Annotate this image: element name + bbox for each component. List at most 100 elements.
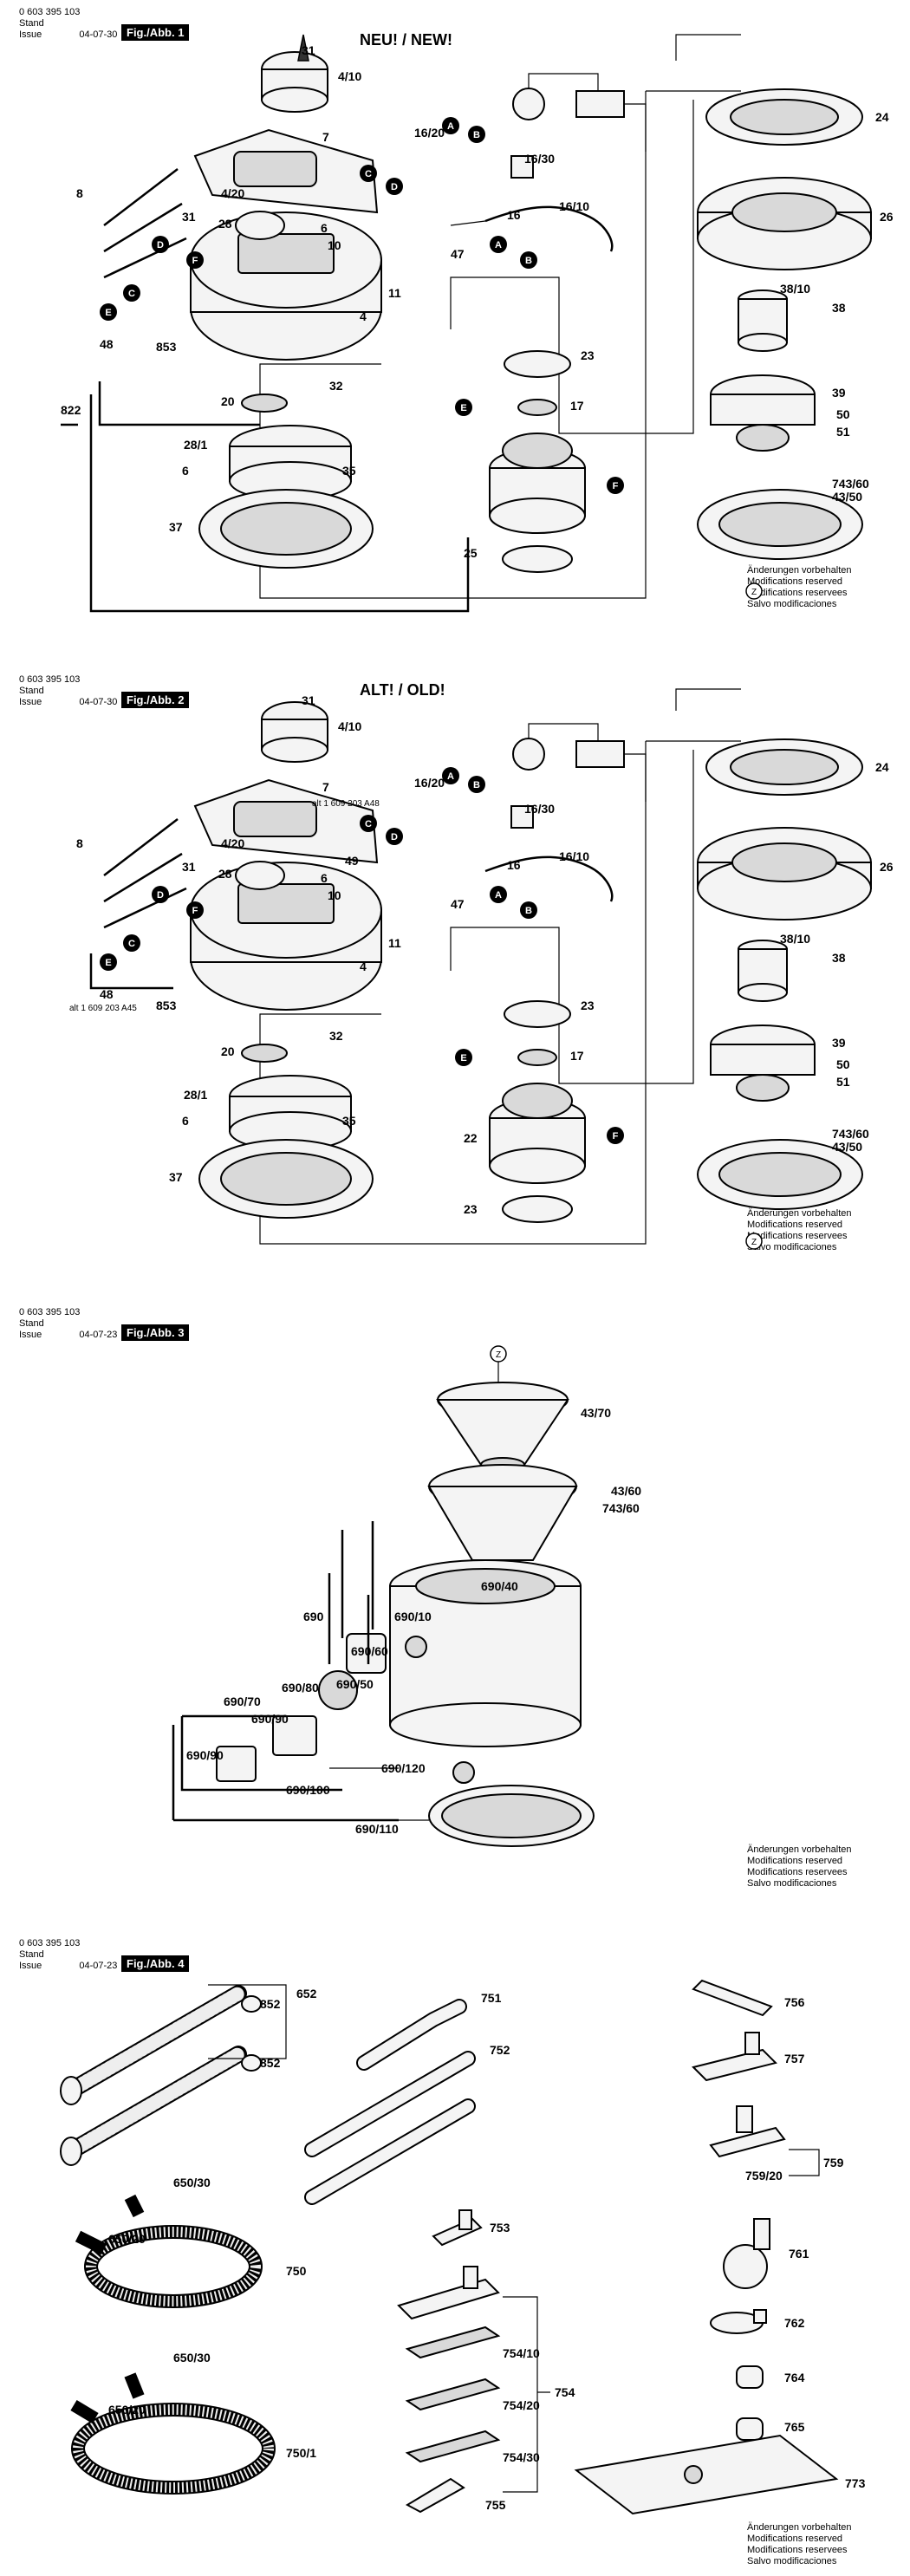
part-label: 6: [182, 1114, 189, 1128]
doc-number: 0 603 395 103: [19, 1307, 81, 1317]
part-label: 47: [451, 897, 465, 911]
base-ring: [198, 1139, 374, 1219]
doc-header-1: 0 603 395 103 Stand Issue 04-07-30: [19, 7, 117, 41]
svg-text:B: B: [525, 906, 532, 916]
part-label: 750: [286, 2264, 307, 2278]
stand-label: Stand: [19, 1318, 44, 1329]
connection-marker-E: E: [455, 399, 472, 416]
part-label: 43/50: [832, 1140, 862, 1154]
part-label: 853: [156, 999, 177, 1012]
brush-tool: [723, 2218, 770, 2289]
cover-part: [705, 738, 863, 796]
note-line: Modifications reservees: [747, 2545, 848, 2555]
exploded-view-fig1: A B C D A B D F C E E F 31 4/10 7 16/20 …: [61, 34, 894, 613]
part-label: 39: [832, 1036, 846, 1050]
svg-text:E: E: [105, 308, 111, 318]
part-label: 47: [451, 247, 465, 261]
svg-text:E: E: [105, 958, 111, 968]
part-label: 4/10: [338, 719, 361, 733]
part-label: 26: [880, 210, 894, 224]
part-label: 25: [464, 546, 478, 560]
part-label: 751: [481, 1991, 502, 2005]
svg-text:B: B: [473, 780, 480, 790]
part-label: 690/50: [336, 1677, 374, 1691]
cable-end: [450, 220, 486, 226]
bracket-line: [789, 2149, 820, 2176]
part-label: 23: [581, 348, 595, 362]
svg-text:F: F: [192, 906, 198, 916]
note-line: Salvo modificaciones: [747, 2556, 837, 2566]
part-label: 6: [182, 464, 189, 478]
note-line: Änderungen vorbehalten: [747, 2522, 852, 2533]
part-label: 10: [328, 888, 341, 902]
inlet-part: [216, 1633, 387, 1782]
part-label: 17: [570, 1049, 584, 1063]
part-label: 852: [260, 1997, 281, 2011]
part-label: 765: [784, 2420, 805, 2434]
note-line: Modifications reservees: [747, 1867, 848, 1877]
part-label: 690/110: [355, 1822, 399, 1836]
part-label: 16: [507, 858, 521, 872]
notes-2: Änderungen vorbehalten Modifications res…: [747, 1208, 851, 1253]
doc-header-3: 0 603 395 103 Stand Issue 04-07-23: [19, 1307, 117, 1341]
part-label: 8: [76, 186, 83, 200]
connection-marker-E: E: [100, 303, 117, 321]
section-title-2: ALT! / OLD!: [360, 681, 445, 699]
part-label: 650/20: [108, 2403, 146, 2417]
part-label: 4: [360, 309, 367, 323]
connection-marker-D: D: [152, 886, 169, 903]
connection-marker-B: B: [520, 251, 537, 269]
part-label: 51: [836, 1075, 850, 1089]
cover-part: [705, 88, 863, 146]
tube-part: [304, 2098, 476, 2205]
note-line: Salvo modificaciones: [747, 1242, 837, 1252]
part-label: 822: [61, 403, 81, 417]
nozzle-part: [397, 2266, 500, 2320]
part-label: 754: [555, 2385, 575, 2399]
connection-marker-F: F: [186, 251, 204, 269]
nozzle-part: [405, 2477, 465, 2514]
part-label: 20: [221, 1044, 235, 1058]
reference-marker-Z: Z: [745, 582, 763, 600]
part-label: 762: [784, 2316, 805, 2330]
part-label: 26: [880, 860, 894, 874]
part-label: 753: [490, 2221, 510, 2234]
small-nozzle: [710, 2309, 767, 2334]
part-label: 690/40: [481, 1579, 518, 1593]
part-label: 31: [302, 693, 315, 707]
part-label: 773: [845, 2476, 866, 2490]
connection-marker-B: B: [468, 776, 485, 793]
adapter-part: [736, 2417, 764, 2441]
part-label: 755: [485, 2498, 506, 2512]
part-label: 38/10: [780, 282, 810, 296]
svg-text:A: A: [495, 240, 502, 250]
adapter-part: [736, 2365, 764, 2389]
part-label: 32: [329, 379, 343, 393]
note-line: Modifications reserved: [747, 1220, 843, 1230]
connection-marker-C: C: [360, 165, 377, 182]
part-label: 759/20: [745, 2169, 783, 2182]
leader-line: [329, 1767, 429, 1821]
guide-line: [259, 90, 741, 599]
connection-marker-A: A: [490, 236, 507, 253]
fig-label-4: Fig./Abb. 4: [121, 1955, 190, 1972]
part-label: 757: [784, 2052, 805, 2065]
caster-wheel: [452, 1761, 475, 1784]
part-label: 7: [322, 780, 329, 794]
connection-marker-E: E: [455, 1049, 472, 1066]
part-label: 690/90: [251, 1712, 289, 1726]
wiring: [103, 818, 187, 929]
part-label: 31: [182, 210, 196, 224]
gasket-part: [697, 489, 863, 560]
part-label: 50: [836, 1057, 850, 1071]
cap-part: [261, 34, 328, 113]
part-label: 24: [875, 110, 889, 124]
filter-cartridge: [738, 289, 788, 352]
notes-1: Änderungen vorbehalten Modifications res…: [747, 565, 851, 610]
part-label: 650/20: [108, 2232, 146, 2246]
connection-marker-C: C: [123, 934, 140, 952]
part-label: 761: [789, 2247, 809, 2261]
connection-marker-C: C: [123, 284, 140, 302]
hose-part: [60, 1985, 247, 2105]
